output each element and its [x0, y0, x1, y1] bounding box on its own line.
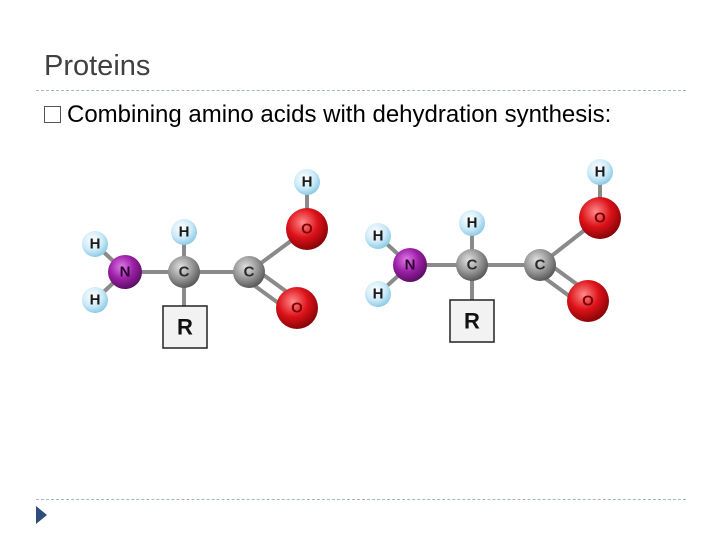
hydrogen-atom-amine-bottom: H — [82, 287, 108, 313]
hydrogen-atom-alpha: H — [459, 210, 485, 236]
bullet-text: Combining amino acids with dehydration s… — [67, 101, 612, 128]
r-group-box: R — [449, 299, 495, 343]
svg-text:R: R — [464, 309, 480, 334]
svg-text:H: H — [90, 236, 101, 253]
bullet-item: Combining amino acids with dehydration s… — [44, 101, 611, 129]
nitrogen-atom: N — [393, 248, 427, 282]
svg-text:H: H — [373, 228, 384, 245]
svg-text:H: H — [373, 286, 384, 303]
slide-title: Proteins — [44, 50, 151, 82]
carbon-atom-carboxyl: C — [233, 256, 265, 288]
next-slide-arrow-icon[interactable] — [36, 506, 47, 524]
svg-text:O: O — [301, 221, 313, 238]
bonds — [376, 170, 602, 308]
hydrogen-atom-hydroxyl: H — [587, 159, 613, 185]
svg-text:O: O — [594, 210, 606, 227]
oxygen-atom-hydroxyl: O — [579, 197, 621, 239]
carbon-atom-alpha: C — [168, 256, 200, 288]
oxygen-atom-double-bond: O — [567, 280, 609, 322]
carbon-atom-alpha: C — [456, 249, 488, 281]
svg-text:R: R — [177, 315, 193, 340]
footer-divider — [36, 499, 686, 500]
r-group-box: R — [162, 305, 208, 349]
oxygen-atom-double-bond: O — [276, 287, 318, 329]
svg-text:N: N — [405, 257, 416, 274]
svg-text:C: C — [467, 257, 478, 274]
amino-acid-molecule-2: H H N H C C H O — [365, 159, 621, 343]
svg-text:C: C — [244, 264, 255, 281]
oxygen-atom-hydroxyl: O — [286, 208, 328, 250]
svg-text:H: H — [302, 174, 313, 191]
svg-text:O: O — [291, 300, 303, 317]
carbon-atom-carboxyl: C — [524, 249, 556, 281]
svg-text:H: H — [467, 215, 478, 232]
hydrogen-atom-amine-top: H — [365, 223, 391, 249]
svg-text:C: C — [179, 264, 190, 281]
bonds — [93, 180, 309, 315]
hydrogen-atom-amine-top: H — [82, 231, 108, 257]
svg-text:C: C — [535, 257, 546, 274]
svg-text:N: N — [120, 264, 131, 281]
hydrogen-atom-amine-bottom: H — [365, 281, 391, 307]
hydrogen-atom-hydroxyl: H — [294, 169, 320, 195]
amino-acid-molecule-1: H H N H C C H O — [82, 169, 328, 349]
svg-text:H: H — [595, 164, 606, 181]
bullet-box-icon — [44, 106, 61, 123]
svg-text:H: H — [90, 292, 101, 309]
svg-text:H: H — [179, 224, 190, 241]
svg-text:O: O — [582, 293, 594, 310]
nitrogen-atom: N — [108, 255, 142, 289]
hydrogen-atom-alpha: H — [171, 219, 197, 245]
title-divider — [36, 90, 686, 91]
